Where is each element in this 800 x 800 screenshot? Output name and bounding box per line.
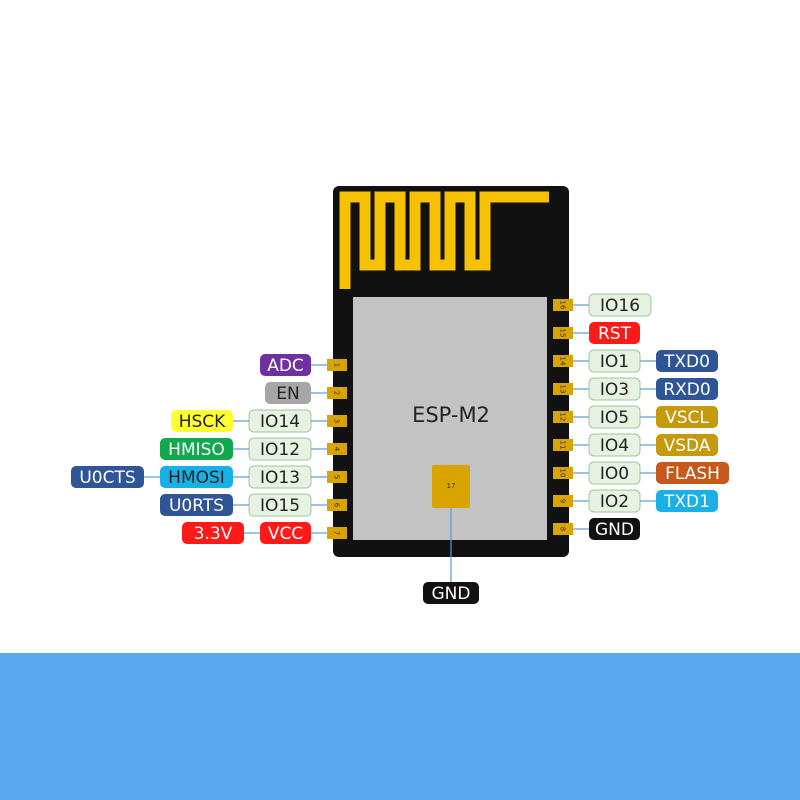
- ground-pad-label-box: [423, 582, 479, 604]
- pin-15-number: 15: [559, 329, 567, 338]
- pin-4-label-1: HMISO: [168, 440, 225, 460]
- antenna-trace: [339, 191, 549, 289]
- pin-6-label-1: U0RTS: [169, 496, 224, 516]
- pin-7-label-1: 3.3V: [194, 524, 233, 544]
- pin-5-label-box-2: [71, 466, 144, 488]
- pin-15-label-0: RST: [598, 324, 632, 344]
- pin-5-label-0: IO13: [260, 468, 300, 488]
- pin-14-pad: [553, 355, 573, 367]
- pin-8-pad: [553, 523, 573, 535]
- pin-8-number: 8: [559, 527, 567, 531]
- pin-13-label-box-1: [656, 378, 718, 400]
- pin-14-number: 14: [559, 357, 567, 366]
- pin-12-number: 12: [559, 413, 567, 422]
- pin-3-pad: [327, 415, 347, 427]
- pin-3-label-box-1: [171, 410, 233, 432]
- pin-16-label-box-0: [588, 293, 652, 317]
- pin-5-pad: [327, 471, 347, 483]
- pin-9-pad: [553, 495, 573, 507]
- pin-5-label-2: U0CTS: [79, 468, 135, 488]
- right-pin-group: 16 IO16 15 RST 14 IO1 TXD0 13 IO3 RXD0 12 IO5 VSCL 11…: [553, 293, 729, 540]
- pin-7-pad: [327, 527, 347, 539]
- pin-10-number: 10: [559, 469, 567, 478]
- pin-15-label-box-0: [589, 322, 640, 344]
- pin-8-label-0: GND: [595, 520, 634, 540]
- pin-1-pad: [327, 359, 347, 371]
- ground-pad: [432, 465, 470, 508]
- pin-3-label-1: HSCK: [179, 412, 226, 432]
- pin-7-label-box-1: [182, 522, 244, 544]
- pin-13-pad: [553, 383, 573, 395]
- pin-3-number: 3: [333, 419, 341, 423]
- pin-16-pad: [553, 299, 573, 311]
- pin-11-pad: [553, 439, 573, 451]
- pin-9-label-1: TXD1: [663, 492, 710, 512]
- pin-10-pad: [553, 467, 573, 479]
- pin-9-number: 9: [559, 499, 567, 503]
- pin-16-label-0: IO16: [600, 296, 640, 316]
- ground-pad-label: GND: [432, 584, 471, 604]
- pin-4-label-0: IO12: [260, 440, 300, 460]
- pin-11-label-0: IO4: [600, 436, 629, 456]
- module-name: ESP-M2: [412, 403, 490, 427]
- pin-9-label-box-1: [656, 490, 718, 512]
- pin-1-label-0: ADC: [267, 356, 304, 376]
- pin-1-number: 1: [333, 363, 341, 367]
- pin-12-pad: [553, 411, 573, 423]
- pin-16-number: 16: [559, 301, 567, 310]
- pin-4-number: 4: [333, 447, 341, 452]
- pin-5-label-1: HMOSI: [168, 468, 225, 488]
- pin-4-label-box-1: [160, 438, 233, 460]
- pin-14-label-0: IO1: [600, 352, 629, 372]
- pin-6-pad: [327, 499, 347, 511]
- ground-pad-number: 17: [447, 482, 456, 490]
- pin-3-label-0: IO14: [260, 412, 300, 432]
- pin-6-number: 6: [333, 503, 341, 508]
- pin-2-pad: [327, 387, 347, 399]
- pin-10-label-1: FLASH: [665, 464, 720, 484]
- pin-11-number: 11: [559, 441, 567, 450]
- pin-14-label-1: TXD0: [663, 352, 710, 372]
- pin-10-label-0: IO0: [600, 464, 629, 484]
- pin-1-label-box-0: [260, 354, 311, 376]
- pin-12-label-0: IO5: [600, 408, 629, 428]
- pin-9-label-0: IO2: [600, 492, 629, 512]
- pin-12-label-box-1: [656, 406, 718, 428]
- pin-5-number: 5: [333, 475, 341, 479]
- pin-7-number: 7: [333, 531, 341, 535]
- pin-5-label-box-1: [160, 466, 233, 488]
- pin-11-label-box-1: [656, 434, 718, 456]
- pin-4-pad: [327, 443, 347, 455]
- pin-8-label-box-0: [589, 518, 640, 540]
- pin-2-label-0: EN: [276, 384, 299, 404]
- pin-7-label-0: VCC: [268, 524, 303, 544]
- pin-2-label-box-0: [265, 382, 311, 404]
- pin-13-number: 13: [559, 385, 567, 394]
- left-pin-group: 1 ADC 2 EN 3 IO14 HSCK 4 IO12 HMISO 5 IO13 HMOSI U0CT…: [71, 354, 347, 544]
- pin-10-label-box-1: [656, 462, 729, 484]
- pin-14-label-box-1: [656, 350, 718, 372]
- pin-12-label-1: VSCL: [665, 408, 709, 428]
- pin-6-label-0: IO15: [260, 496, 300, 516]
- pin-13-label-0: IO3: [600, 380, 629, 400]
- pin-13-label-1: RXD0: [663, 380, 710, 400]
- pin-7-label-box-0: [260, 522, 311, 544]
- pin-15-pad: [553, 327, 573, 339]
- pin-2-number: 2: [333, 391, 341, 395]
- pin-6-label-box-1: [160, 494, 233, 516]
- pin-11-label-1: VSDA: [664, 436, 711, 456]
- bottom-band: [0, 653, 800, 800]
